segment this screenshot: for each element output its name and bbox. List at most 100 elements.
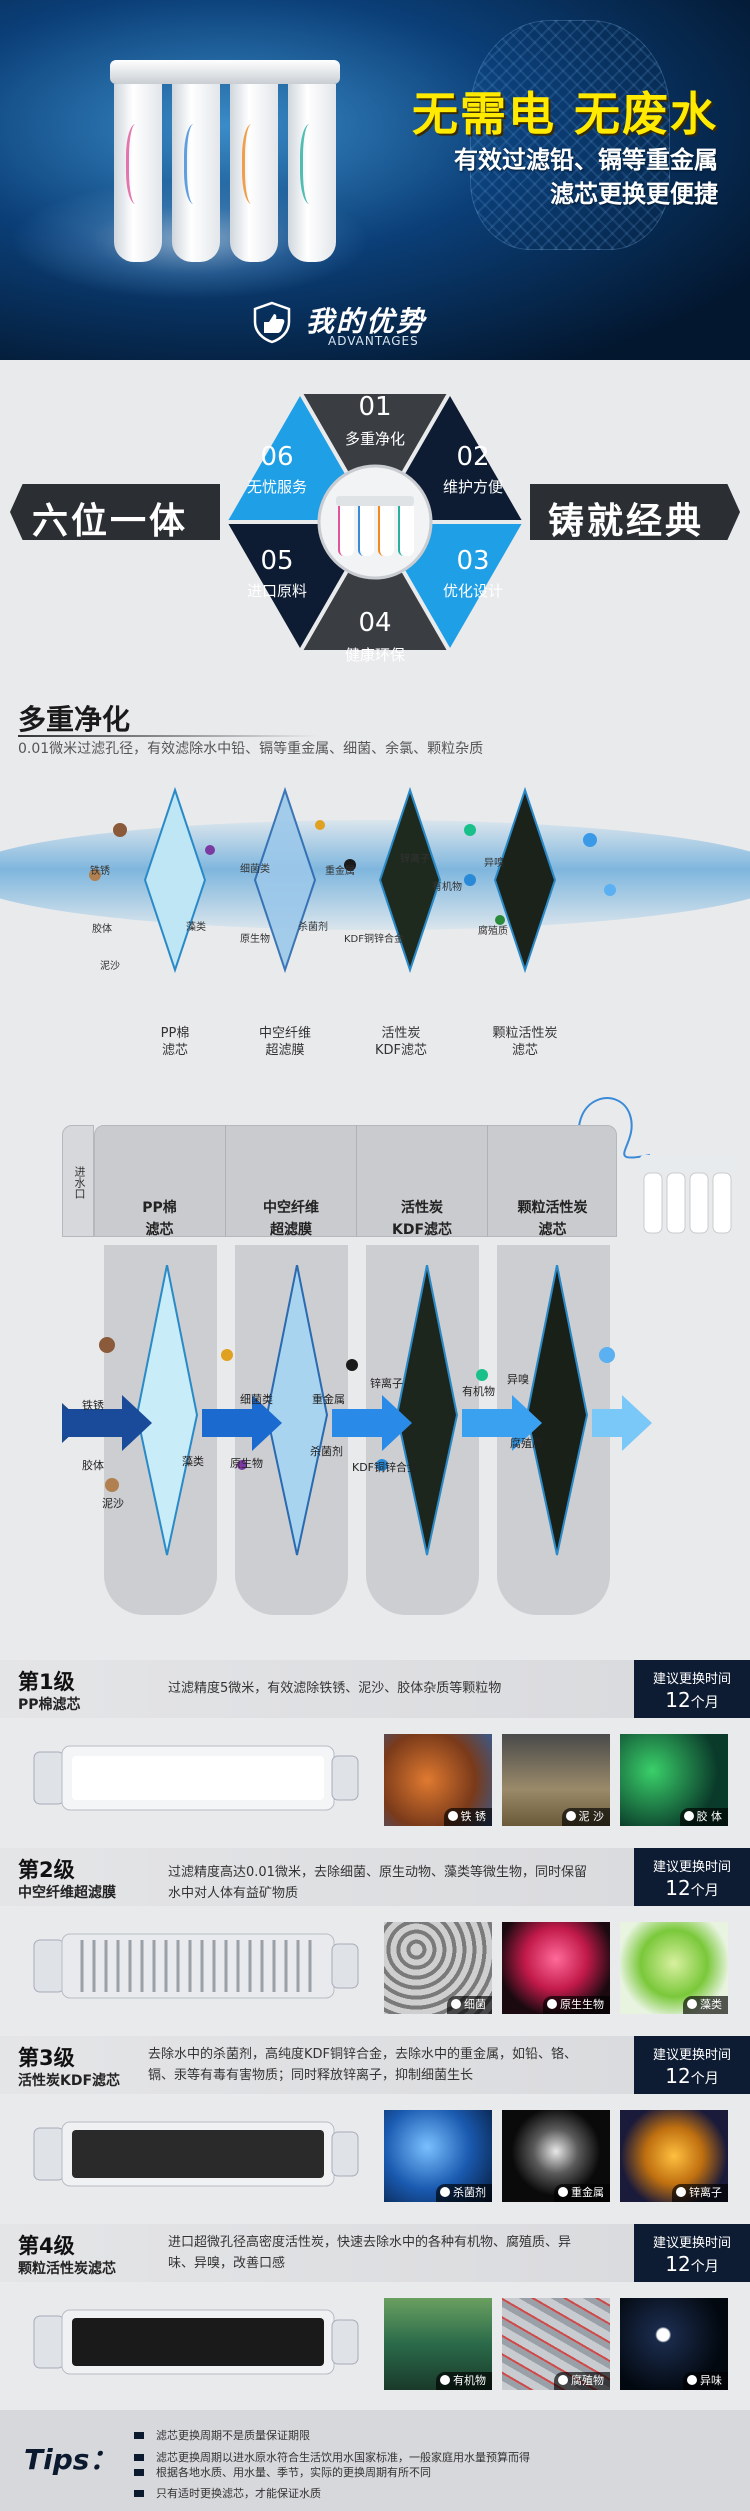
product-with-bag-image	[560, 1085, 740, 1245]
segment-02-label: 维护方便	[442, 478, 503, 496]
contaminant-photo: 重金属	[502, 2110, 610, 2202]
tips-section: Tips： 滤芯更换周期不是质量保证期限 滤芯更换周期以进水原水符合生活饮用水国…	[0, 2410, 750, 2511]
particle-label: 细菌类	[240, 864, 270, 875]
tips-line: 只有适时更换滤芯，才能保证水质	[134, 2486, 716, 2501]
diagram-label: 原生物	[230, 1457, 263, 1470]
stage-1: 第1级 PP棉滤芯 过滤精度5微米，有效滤除铁锈、泥沙、胶体杂质等颗粒物 建议更…	[0, 1660, 750, 1836]
stage-description: 去除水中的杀菌剂，高纯度KDF铜锌合金，去除水中的重金属，如铅、铬、镉、汞等有毒…	[148, 2047, 578, 2083]
stage-name: PP棉滤芯	[18, 1697, 81, 1713]
diagram-label: 细菌类	[240, 1393, 273, 1406]
diagram-label: 藻类	[182, 1455, 204, 1468]
pp-cartridge-image	[33, 1745, 359, 1811]
diagram-label: 腐殖质	[510, 1437, 543, 1450]
tips-line: 滤芯更换周期不是质量保证期限	[134, 2428, 716, 2443]
thumbs-up-shield-icon	[253, 301, 291, 344]
segment-04-number: 04	[358, 608, 392, 638]
segment-01-label: 多重净化	[344, 430, 405, 448]
tips-line: 滤芯更换周期以进水原水符合生活饮用水国家标准，一般家庭用水量预算而得	[134, 2450, 716, 2465]
particle-label: 锌离子	[400, 854, 430, 865]
hero-banner: 无需电 无废水 有效过滤铅、镉等重金属 滤芯更换更便捷 我的优势 ADVANTA…	[0, 0, 750, 360]
contaminant-photo: 原生生物	[502, 1922, 610, 2014]
diagram-label: 杀菌剂	[310, 1445, 343, 1458]
diagram-label: KDF铜锌合金	[352, 1461, 419, 1474]
stage-4: 第4级 颗粒活性炭滤芯 进口超微孔径高密度活性炭，快速去除水中的各种有机物、腐殖…	[0, 2224, 750, 2400]
replace-time-box: 建议更换时间 12个月	[634, 1660, 750, 1718]
stage-name: 活性炭KDF滤芯	[18, 2073, 121, 2089]
particle-label: 原生物	[240, 934, 270, 945]
diagram-label: 重金属	[312, 1393, 345, 1406]
tips-title: Tips：	[24, 2443, 118, 2476]
hero-subtitle-1: 有效过滤铅、镉等重金属	[454, 146, 718, 174]
advantages-heading: 我的优势 ADVANTAGES	[250, 300, 510, 350]
particle-label: 胶体	[92, 924, 112, 935]
segment-06-label: 无忧服务	[246, 478, 307, 496]
wireframe-hand-graphic	[470, 20, 670, 250]
contaminant-photo: 杀菌剂	[384, 2110, 492, 2202]
stage-level: 第2级	[18, 1858, 75, 1882]
diagram-label: 锌离子	[370, 1377, 403, 1390]
stage-description: 过滤精度5微米，有效滤除铁锈、泥沙、胶体杂质等颗粒物	[168, 1681, 502, 1696]
advantages-title: 我的优势	[306, 305, 427, 338]
diagram-membranes-and-arrows	[62, 1265, 652, 1556]
contaminant-photo: 铁 锈	[384, 1734, 492, 1826]
stage-3: 第3级 活性炭KDF滤芯 去除水中的杀菌剂，高纯度KDF铜锌合金，去除水中的重金…	[0, 2036, 750, 2212]
membrane-label-uf: 中空纤维超滤膜	[258, 1026, 311, 1058]
hero-subtitle-2: 滤芯更换更便捷	[550, 180, 718, 208]
segment-05-label: 进口原料	[246, 582, 307, 600]
particle-label: KDF铜锌合金	[344, 934, 405, 945]
diagram-label: 有机物	[462, 1385, 495, 1398]
advantages-subtitle: ADVANTAGES	[328, 334, 419, 348]
diagram-header-cell: PP棉滤芯	[142, 1200, 177, 1238]
contaminant-photo: 泥 沙	[502, 1734, 610, 1826]
membrane-label-gac: 颗粒活性炭滤芯	[492, 1026, 558, 1058]
hero-title: 无需电 无废水	[411, 87, 718, 141]
diagram-label: 铁锈	[82, 1399, 104, 1412]
segment-05-number: 05	[260, 546, 294, 576]
segment-02-number: 02	[456, 442, 490, 472]
segment-03-number: 03	[456, 546, 490, 576]
purify-title: 多重净化	[18, 703, 131, 736]
diagram-label: 胶体	[82, 1459, 104, 1472]
right-banner	[530, 484, 740, 540]
contaminant-photo: 有机物	[384, 2298, 492, 2390]
left-banner	[10, 484, 220, 540]
stage-2: 第2级 中空纤维超滤膜 过滤精度高达0.01微米，去除细菌、原生动物、藻类等微生…	[0, 1848, 750, 2024]
purify-description: 0.01微米过滤孔径，有效滤除水中铅、镉等重金属、细菌、余氯、颗粒杂质	[18, 741, 484, 757]
contaminant-photo: 细菌	[384, 1922, 492, 2014]
contaminant-photo: 胶 体	[620, 1734, 728, 1826]
stage-name: 颗粒活性炭滤芯	[18, 2261, 116, 2277]
water-flow-illustration	[0, 790, 750, 960]
center-filter-image	[330, 490, 420, 562]
segment-01-number: 01	[358, 392, 392, 422]
membrane-label-pp: PP棉滤芯	[160, 1026, 190, 1058]
purify-divider	[18, 735, 318, 737]
left-banner-text: 六位一体	[32, 501, 189, 542]
six-in-one-hexagon: 六位一体 铸就经典 01 多重净化 02 维护方便 03 优化设计 04 健康环…	[0, 372, 750, 672]
stage-level: 第4级	[18, 2234, 75, 2258]
water-inlet: 进水口	[62, 1125, 94, 1237]
segment-06-number: 06	[260, 442, 294, 472]
diagram-header	[94, 1125, 617, 1237]
diagram-header-cell: 颗粒活性炭滤芯	[487, 1125, 617, 1238]
contaminant-photo: 腐殖物	[502, 2298, 610, 2390]
membrane-layers	[89, 786, 616, 974]
particle-label: 泥沙	[100, 961, 120, 972]
segment-03-label: 优化设计	[442, 582, 503, 600]
particle-label: 藻类	[186, 922, 206, 933]
diagram-header-cell: 中空纤维超滤膜	[225, 1125, 356, 1238]
particle-label: 铁锈	[90, 866, 110, 877]
contaminant-photo: 锌离子	[620, 2110, 728, 2202]
stage-description: 进口超微孔径高密度活性炭，快速去除水中的各种有机物、腐殖质、异味、异嗅，改善口感	[168, 2235, 572, 2271]
replace-time-box: 建议更换时间 12个月	[634, 2224, 750, 2282]
kdf-cartridge-image	[33, 2121, 359, 2187]
segment-04-label: 健康环保	[344, 646, 405, 664]
particle-label: 重金属	[325, 866, 355, 877]
particle-label: 腐殖质	[478, 926, 508, 937]
replace-time-box: 建议更换时间 12个月	[634, 1848, 750, 1906]
right-banner-text: 铸就经典	[548, 501, 705, 542]
particle-label: 异嗅	[484, 858, 504, 869]
